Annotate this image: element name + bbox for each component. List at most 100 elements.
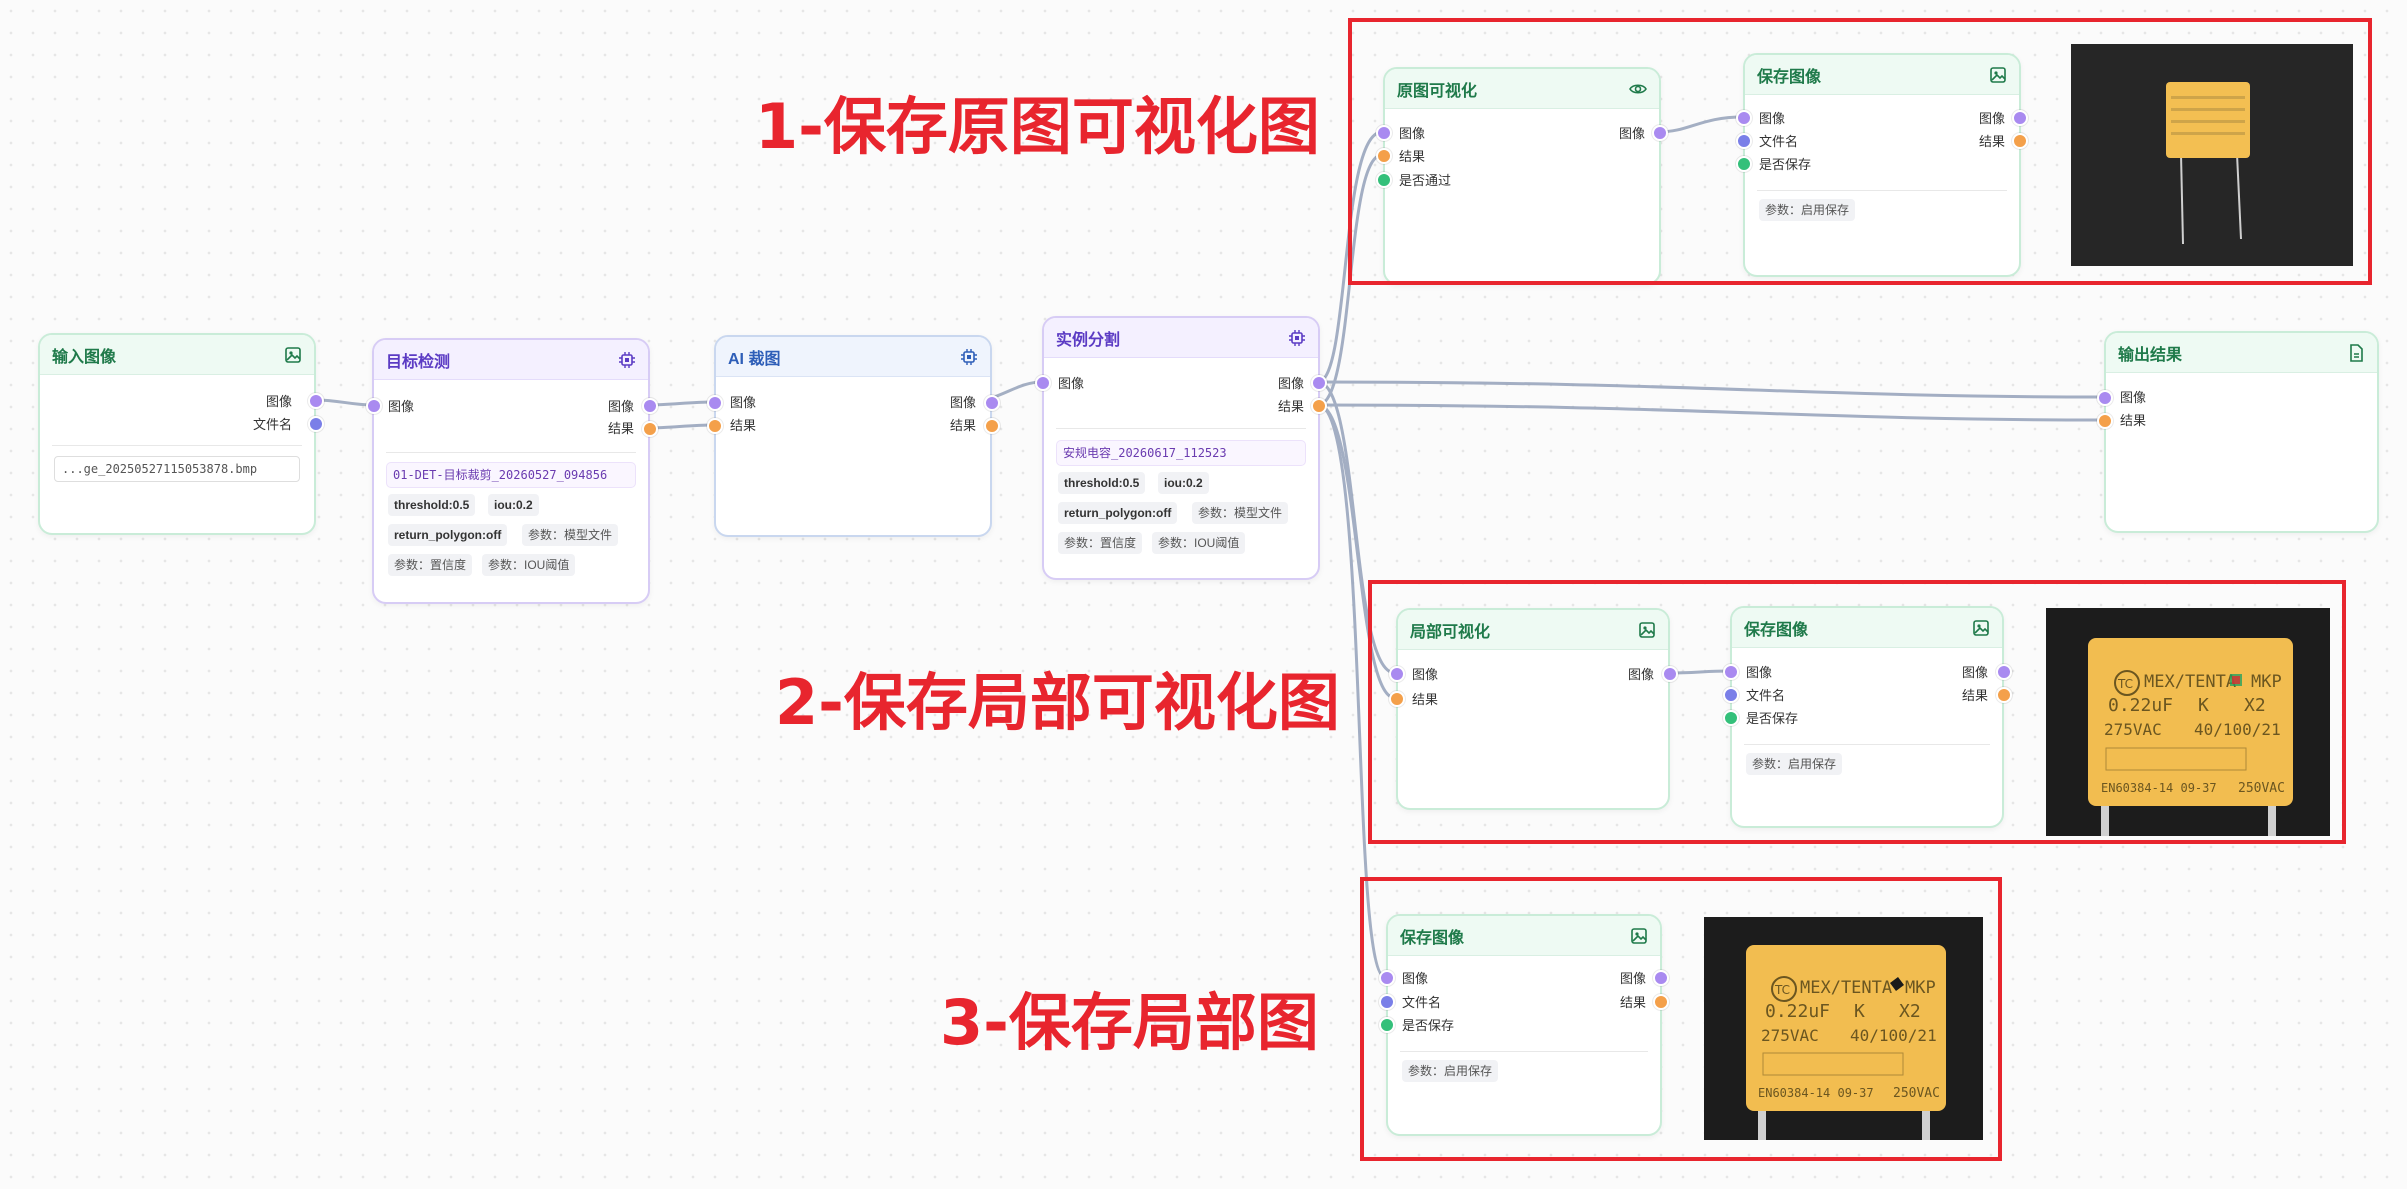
save-image-node-2[interactable]: 保存图像 图像 文件名 是否保存 图像 结果 参数：启用保存 bbox=[1730, 606, 2004, 828]
capacitor-photo bbox=[2166, 82, 2250, 245]
capacitor-crop-photo: TC MEX/TENTA MKP 0.22uF K X2 275VAC 40/1… bbox=[1746, 945, 1946, 1140]
port-in-image[interactable] bbox=[707, 395, 723, 411]
save-image-node-1[interactable]: 保存图像 图像 文件名 是否保存 图像 结果 参数：启用保存 bbox=[1743, 53, 2021, 277]
port-in-image[interactable] bbox=[2097, 390, 2113, 406]
cap-model-text: MKP bbox=[1905, 978, 1936, 998]
cap-brand-text: MEX/TENTA bbox=[1800, 978, 1892, 998]
port-label-image-out: 图像 bbox=[1627, 667, 1654, 682]
port-in-filename[interactable] bbox=[1736, 133, 1752, 149]
wire-seg-out-res bbox=[1316, 403, 2105, 422]
port-label-result-out: 结果 bbox=[1961, 688, 1988, 703]
port-label-image: 图像 bbox=[388, 399, 415, 414]
output-result-node[interactable]: 输出结果 图像 结果 bbox=[2104, 331, 2379, 533]
param-chip: 参数：模型文件 bbox=[522, 524, 619, 546]
ai-crop-node[interactable]: AI 裁图 图像 结果 图像 结果 bbox=[714, 335, 992, 537]
port-label-image: 图像 bbox=[1058, 376, 1085, 391]
node-title: AI 裁图 bbox=[728, 350, 781, 368]
port-in-filename[interactable] bbox=[1723, 687, 1739, 703]
annotation-box-1 bbox=[1348, 18, 2372, 285]
port-out-image[interactable] bbox=[308, 393, 324, 409]
port-out-result[interactable] bbox=[1311, 398, 1327, 414]
file-path-field[interactable]: ...ge_20250527115053878.bmp bbox=[54, 456, 300, 482]
port-out-image[interactable] bbox=[984, 395, 1000, 411]
cap-value-text: 0.22uF bbox=[2108, 695, 2173, 716]
port-label-image-out: 图像 bbox=[949, 395, 976, 410]
port-label-result-out: 结果 bbox=[1619, 995, 1646, 1010]
preview-image-local-vis: TC MEX/TENTA MKP 0.22uF K X2 275VAC 40/1… bbox=[2046, 608, 2330, 836]
port-label-image-out: 图像 bbox=[1618, 126, 1645, 141]
node-header: 保存图像 bbox=[1388, 916, 1660, 956]
node-header: 局部可视化 bbox=[1398, 610, 1668, 650]
image-icon bbox=[1973, 620, 1989, 636]
preview-image-local: TC MEX/TENTA MKP 0.22uF K X2 275VAC 40/1… bbox=[1704, 917, 1983, 1140]
port-out-filename[interactable] bbox=[308, 416, 324, 432]
port-label-filename: 文件名 bbox=[1746, 688, 1786, 703]
port-label-image: 图像 bbox=[2120, 390, 2147, 405]
port-label-result: 结果 bbox=[1399, 149, 1426, 164]
cap-volt2-text: 250VAC bbox=[1893, 1086, 1940, 1101]
port-label-save: 是否保存 bbox=[1402, 1018, 1455, 1033]
node-title: 局部可视化 bbox=[1410, 623, 1491, 641]
annotation-box-2 bbox=[1368, 580, 2346, 844]
port-label-save: 是否保存 bbox=[1759, 157, 1812, 172]
port-label-save: 是否保存 bbox=[1746, 711, 1799, 726]
port-in-save[interactable] bbox=[1736, 156, 1752, 172]
param-chip: return_polygon:off bbox=[388, 524, 508, 546]
param-chip: iou:0.2 bbox=[488, 494, 539, 516]
port-in-save[interactable] bbox=[1723, 710, 1739, 726]
port-label-image-out: 图像 bbox=[1961, 665, 1988, 680]
port-out-image[interactable] bbox=[2012, 110, 2028, 126]
cap-volt2-text: 250VAC bbox=[2238, 781, 2285, 796]
port-out-image[interactable] bbox=[1311, 375, 1327, 391]
input-image-node[interactable]: 输入图像 图像 文件名 ...ge_20250527115053878.bmp bbox=[38, 333, 316, 535]
port-in-filename[interactable] bbox=[1379, 994, 1395, 1010]
port-out-result[interactable] bbox=[1653, 994, 1669, 1010]
port-out-result[interactable] bbox=[642, 421, 658, 437]
cap-std-text: EN60384-14 09-37 bbox=[1758, 1086, 1874, 1100]
object-detect-node[interactable]: 目标检测 图像 图像 结果 01-DET-目标裁剪_20260527_09485… bbox=[372, 338, 650, 604]
annotation-label-2: 2-保存局部可视化图 bbox=[775, 666, 1340, 739]
port-in-image[interactable] bbox=[1035, 375, 1051, 391]
port-out-image[interactable] bbox=[1653, 970, 1669, 986]
port-label-image-out: 图像 bbox=[1277, 376, 1304, 391]
original-visualize-node[interactable]: 原图可视化 图像 结果 是否通过 图像 bbox=[1383, 67, 1661, 285]
node-title: 保存图像 bbox=[1757, 68, 1822, 86]
node-header: 保存图像 bbox=[1732, 608, 2002, 648]
annotation-box-3 bbox=[1360, 877, 2002, 1161]
local-visualize-node[interactable]: 局部可视化 图像 结果 图像 bbox=[1396, 608, 1670, 810]
param-chip: iou:0.2 bbox=[1158, 472, 1209, 494]
chip-icon bbox=[1289, 330, 1305, 346]
image-icon bbox=[1990, 67, 2006, 83]
port-in-result[interactable] bbox=[707, 418, 723, 434]
port-in-image[interactable] bbox=[366, 398, 382, 414]
annotation-label-3: 3-保存局部图 bbox=[940, 986, 1319, 1059]
port-out-result[interactable] bbox=[2012, 133, 2028, 149]
port-out-result[interactable] bbox=[984, 418, 1000, 434]
cap-volt-text: 275VAC bbox=[2104, 720, 2162, 739]
port-in-result[interactable] bbox=[2097, 413, 2113, 429]
cap-model-text: MKP bbox=[2251, 672, 2282, 692]
cap-tol-text: K bbox=[1854, 1001, 1865, 1022]
port-label-image-out: 图像 bbox=[607, 399, 634, 414]
cap-tol-text: K bbox=[2198, 695, 2209, 716]
port-label-filename: 文件名 bbox=[1402, 995, 1442, 1010]
port-label-image: 图像 bbox=[1399, 126, 1426, 141]
param-chip: 参数：IOU阈值 bbox=[1152, 532, 1246, 554]
model-name-chip[interactable]: 01-DET-目标裁剪_20260527_094856 bbox=[386, 462, 636, 488]
model-name-chip[interactable]: 安规电容_20260617_112523 bbox=[1056, 440, 1306, 466]
port-label-filename: 文件名 bbox=[1759, 134, 1799, 149]
cap-climate-text: 40/100/21 bbox=[2194, 720, 2281, 739]
port-label-pass: 是否通过 bbox=[1399, 173, 1452, 188]
capacitor-crop-photo: TC MEX/TENTA MKP 0.22uF K X2 275VAC 40/1… bbox=[2088, 638, 2293, 836]
port-out-result[interactable] bbox=[1996, 687, 2012, 703]
node-header: 输入图像 bbox=[40, 335, 314, 375]
annotation-label-1: 1-保存原图可视化图 bbox=[755, 90, 1320, 163]
port-out-image[interactable] bbox=[1996, 664, 2012, 680]
port-in-save[interactable] bbox=[1379, 1017, 1395, 1033]
param-chip: 参数：启用保存 bbox=[1759, 199, 1856, 221]
cap-logo-text: TC bbox=[1774, 983, 1790, 997]
instance-segmentation-node[interactable]: 实例分割 图像 图像 结果 安规电容_20260617_112523 thres… bbox=[1042, 316, 1320, 580]
port-label-image: 图像 bbox=[265, 394, 292, 409]
port-out-image[interactable] bbox=[642, 398, 658, 414]
node-header: AI 裁图 bbox=[716, 337, 990, 377]
